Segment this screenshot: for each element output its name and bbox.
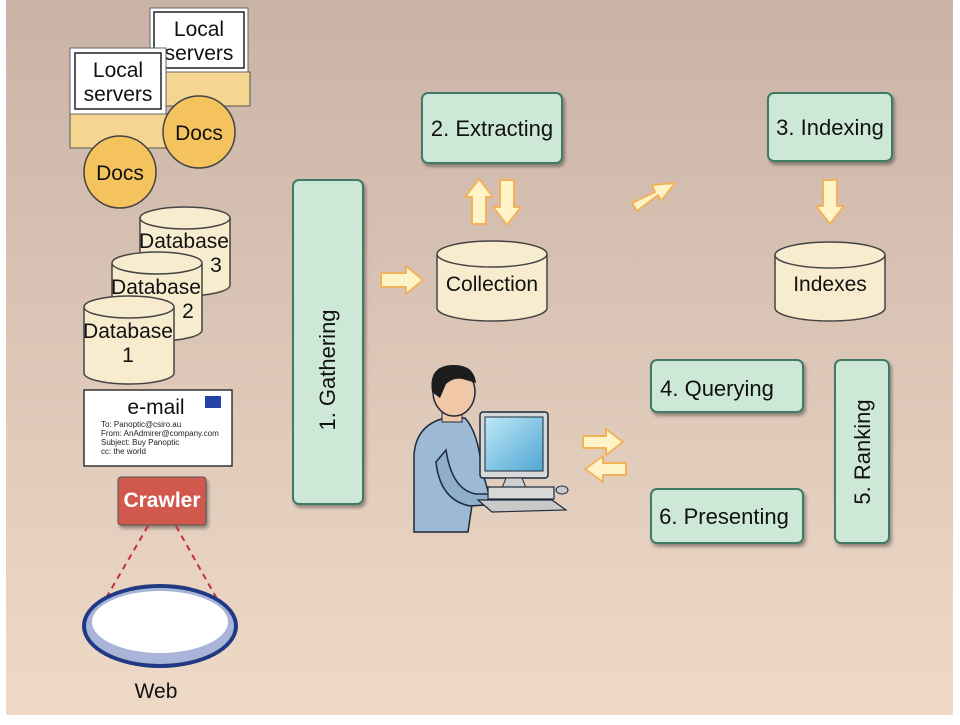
- database-1-label: Database: [83, 320, 173, 343]
- collection-label: Collection: [446, 273, 538, 296]
- arrow-gathering-to-collection: [380, 265, 424, 295]
- querying-label: 4. Querying: [660, 376, 774, 401]
- arrow-to-indexing: [631, 182, 676, 212]
- database-2-label: Database: [111, 276, 201, 299]
- docs-lower-label: Docs: [96, 162, 144, 185]
- docs-circle-upper: Docs: [162, 95, 236, 169]
- step-extracting: 2. Extracting: [421, 92, 563, 164]
- email-card: e-mail To: Panoptic@csiro.au From: AnAdm…: [83, 389, 233, 467]
- email-line-cc: cc: the world: [101, 447, 146, 456]
- arrow-collection-to-extracting: [464, 178, 494, 225]
- arrow-presenting-to-user: [584, 455, 627, 483]
- database-2-number: 2: [182, 300, 194, 323]
- local-servers-back-line2: servers: [165, 42, 234, 65]
- docs-circle-lower: Docs: [83, 135, 157, 209]
- docs-upper-label: Docs: [175, 122, 223, 145]
- web-label: Web: [135, 680, 178, 703]
- email-line-from: From: AnAdmirer@company.com: [101, 429, 219, 438]
- indexing-label: 3. Indexing: [776, 115, 884, 140]
- ranking-label: 5. Ranking: [850, 399, 875, 504]
- crawler-label: Crawler: [123, 489, 200, 512]
- user-at-computer-icon: [413, 364, 569, 533]
- extracting-label: 2. Extracting: [431, 116, 553, 141]
- email-line-subject: Subject: Buy Panoptic: [101, 438, 179, 447]
- email-line-to: To: Panoptic@csiro.au: [101, 420, 181, 429]
- step-indexing: 3. Indexing: [767, 92, 893, 162]
- step-ranking: 5. Ranking: [834, 359, 890, 544]
- local-servers-back-line1: Local: [174, 18, 224, 41]
- step-querying: 4. Querying: [650, 359, 804, 413]
- step-presenting: 6. Presenting: [650, 488, 804, 544]
- email-title: e-mail: [127, 396, 184, 419]
- arrow-extracting-to-collection: [492, 179, 522, 226]
- collection-store: Collection: [436, 240, 548, 322]
- gathering-label: 1. Gathering: [315, 309, 340, 430]
- indexes-label: Indexes: [793, 273, 867, 296]
- local-servers-front: Local servers: [69, 47, 171, 149]
- presenting-label: 6. Presenting: [659, 504, 789, 529]
- database-1: Database 1: [83, 295, 175, 385]
- database-1-number: 1: [122, 344, 134, 367]
- database-3-number: 3: [210, 254, 222, 277]
- arrow-indexing-to-indexes: [815, 179, 845, 225]
- local-servers-back: Local servers: [149, 7, 251, 107]
- arrow-user-to-querying: [582, 428, 624, 456]
- web-disc: Web: [82, 584, 238, 703]
- step-gathering: 1. Gathering: [292, 179, 364, 505]
- database-3-label: Database: [139, 230, 229, 253]
- local-servers-front-line1: Local: [93, 59, 143, 82]
- indexes-store: Indexes: [774, 241, 886, 322]
- local-servers-front-line2: servers: [84, 83, 153, 106]
- mail-flag-icon: [205, 396, 221, 408]
- crawler-box: Crawler: [117, 476, 207, 526]
